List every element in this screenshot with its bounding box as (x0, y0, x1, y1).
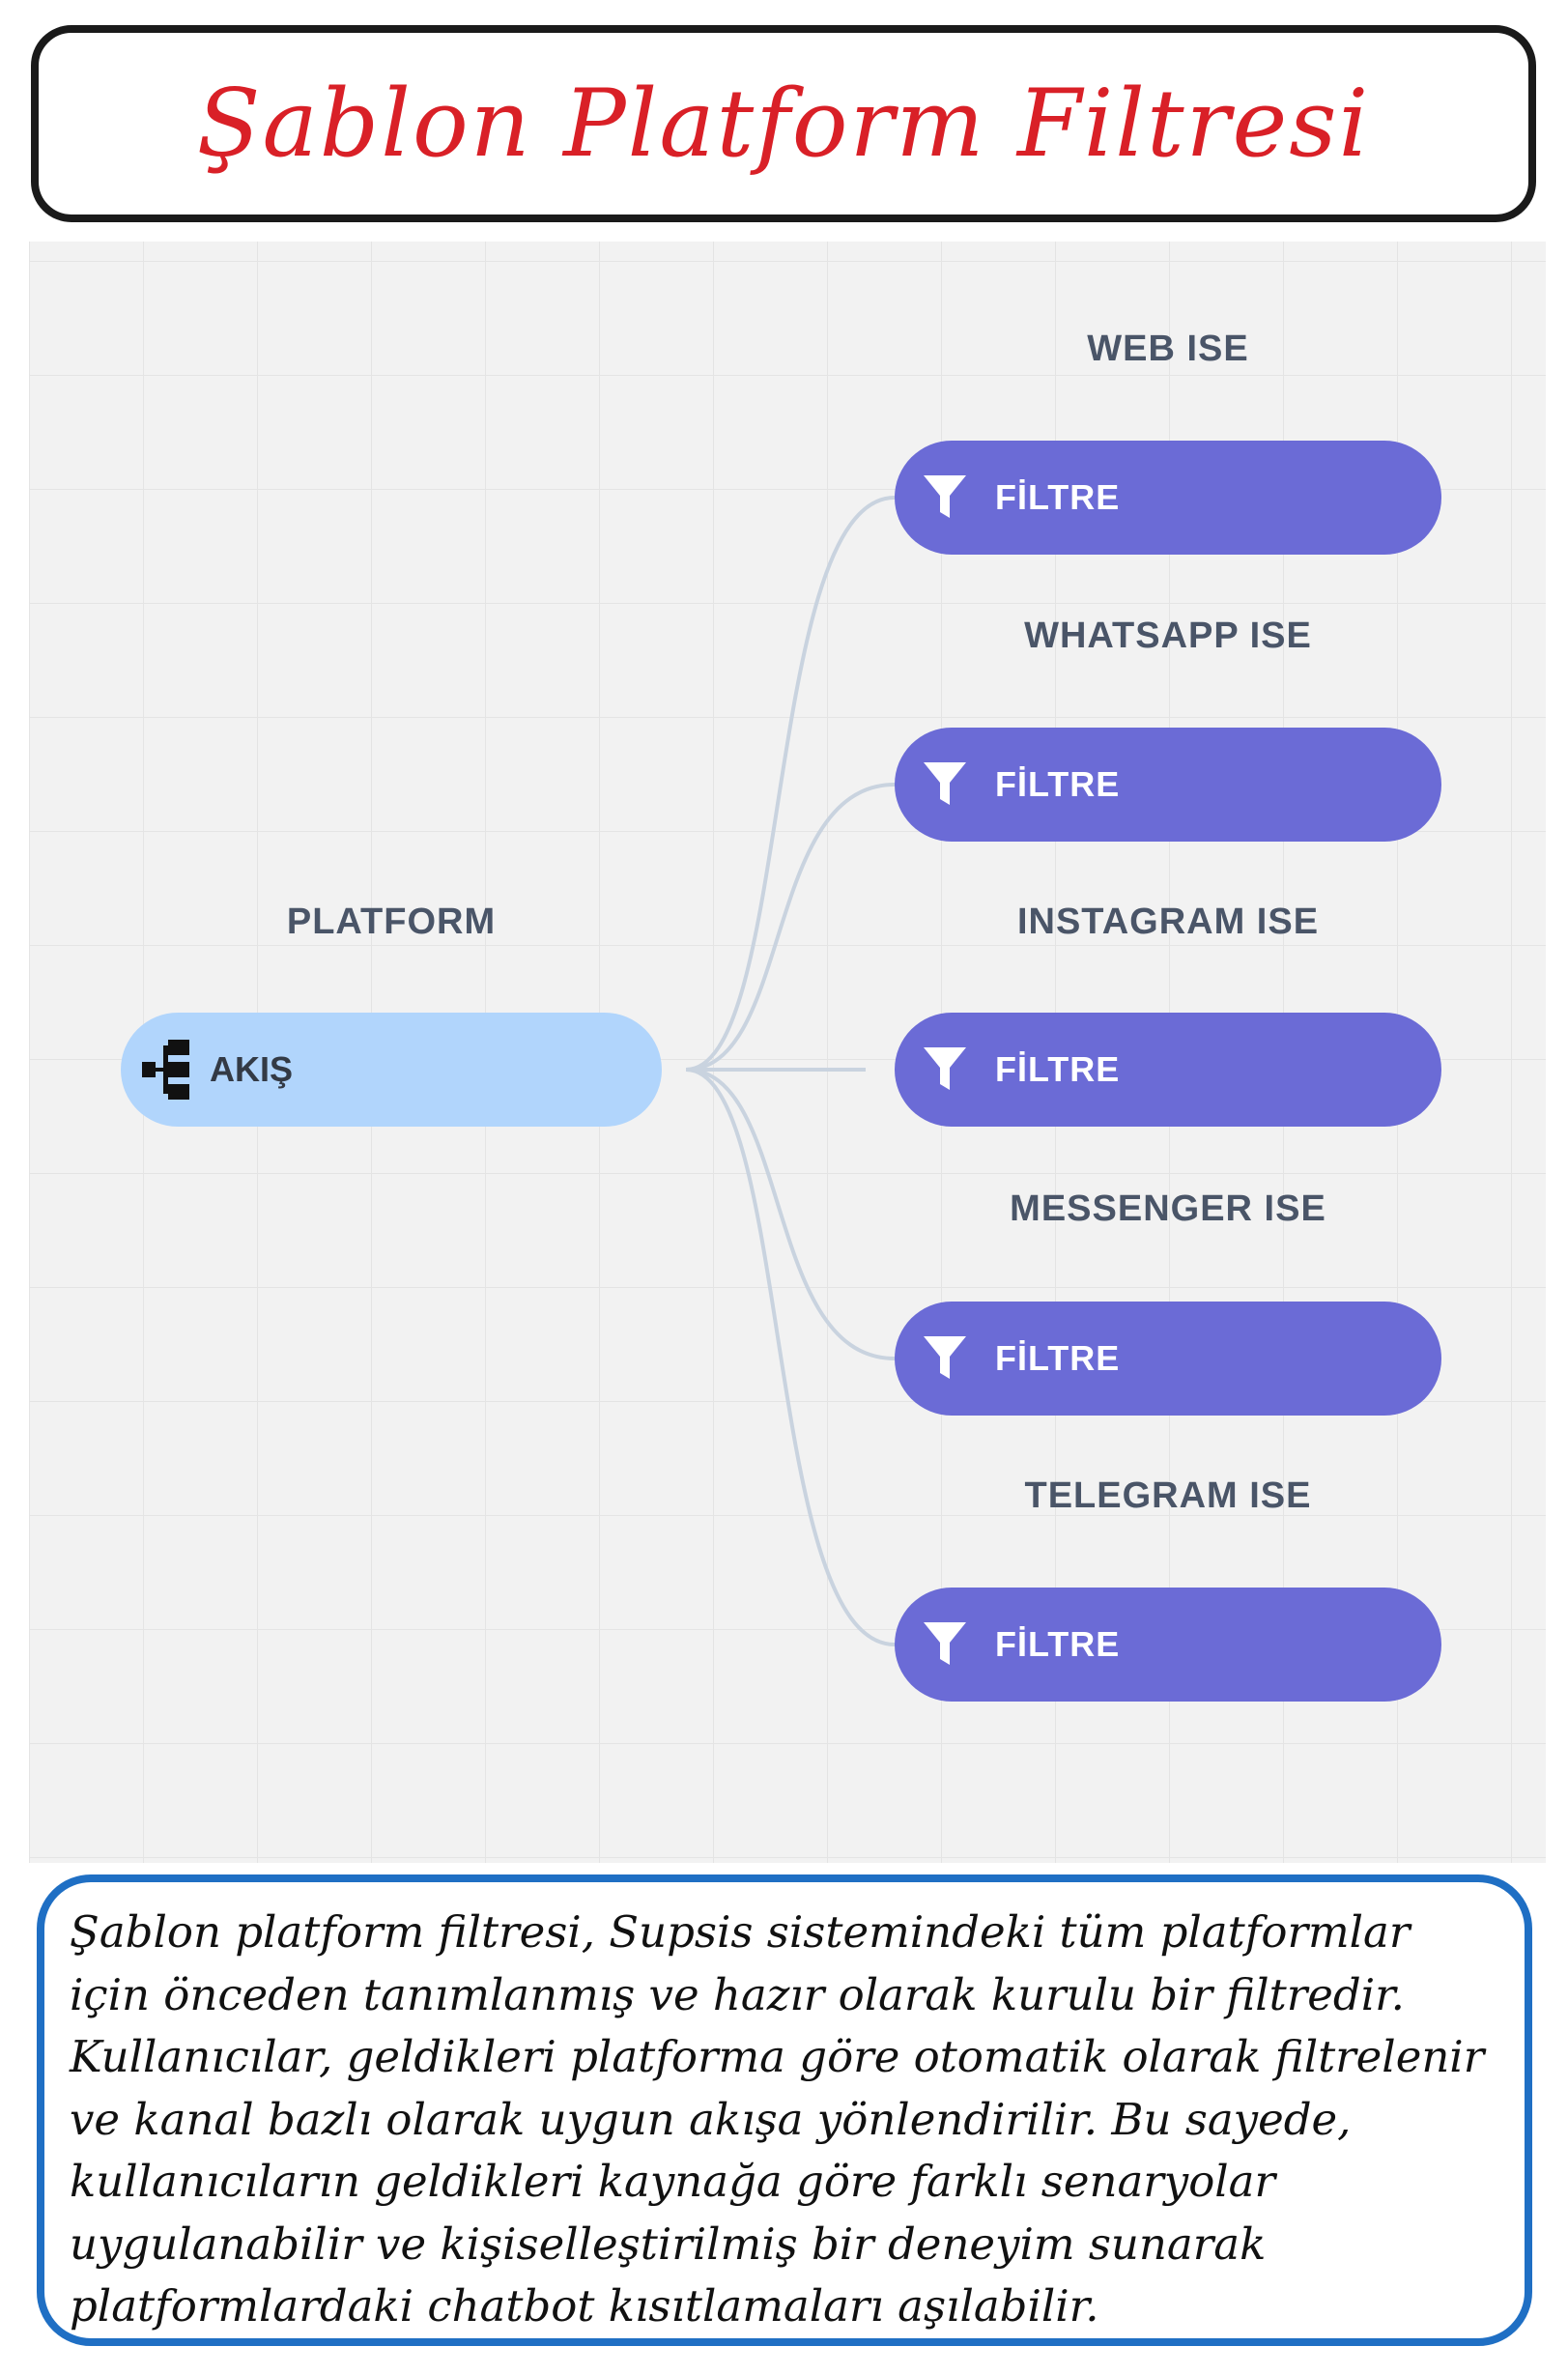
description-box: Şablon platform filtresi, Supsis sistemi… (37, 1874, 1532, 2346)
filter-node-telegram[interactable]: FİLTRE (895, 1588, 1441, 1702)
filter-icon (924, 475, 966, 520)
branch-label-messenger: MESSENGER ISE (1010, 1188, 1326, 1229)
branch-label-web: WEB ISE (1087, 329, 1249, 369)
branch-label-telegram: TELEGRAM ISE (1024, 1475, 1312, 1516)
filter-node-text: FİLTRE (995, 1624, 1121, 1664)
flow-hierarchy-icon (142, 1040, 192, 1100)
filter-node-text: FİLTRE (995, 764, 1121, 804)
connector-lines (685, 496, 896, 1646)
branch-label-instagram: INSTAGRAM ISE (1016, 901, 1320, 942)
branch-label-whatsapp: WHATSAPP ISE (1024, 615, 1312, 656)
root-flow-node[interactable]: AKIŞ (121, 1013, 662, 1127)
filter-node-web[interactable]: FİLTRE (895, 441, 1441, 555)
filter-icon (924, 1047, 966, 1092)
edge-telegram (685, 1068, 896, 1646)
description-text: Şablon platform filtresi, Supsis sistemi… (70, 1906, 1485, 2332)
filter-icon (924, 1622, 966, 1667)
filter-node-instagram[interactable]: FİLTRE (895, 1013, 1441, 1127)
filter-node-text: FİLTRE (995, 1338, 1121, 1378)
edge-messenger (685, 1068, 896, 1360)
edge-whatsapp (685, 783, 896, 1072)
root-node-text: AKIŞ (210, 1049, 294, 1089)
filter-icon (924, 1336, 966, 1381)
filter-icon (924, 762, 966, 807)
root-node-label: PLATFORM (286, 901, 497, 942)
filter-node-text: FİLTRE (995, 477, 1121, 517)
edge-web (685, 496, 896, 1072)
filter-node-messenger[interactable]: FİLTRE (895, 1302, 1441, 1416)
filter-node-text: FİLTRE (995, 1049, 1121, 1089)
title-box: Şablon Platform Filtresi (31, 25, 1536, 222)
filter-node-whatsapp[interactable]: FİLTRE (895, 728, 1441, 842)
page-title: Şablon Platform Filtresi (196, 70, 1371, 178)
flow-canvas: PLATFORM AKIŞ WEB ISE FİLTRE WHATSAPP IS… (29, 242, 1546, 1863)
